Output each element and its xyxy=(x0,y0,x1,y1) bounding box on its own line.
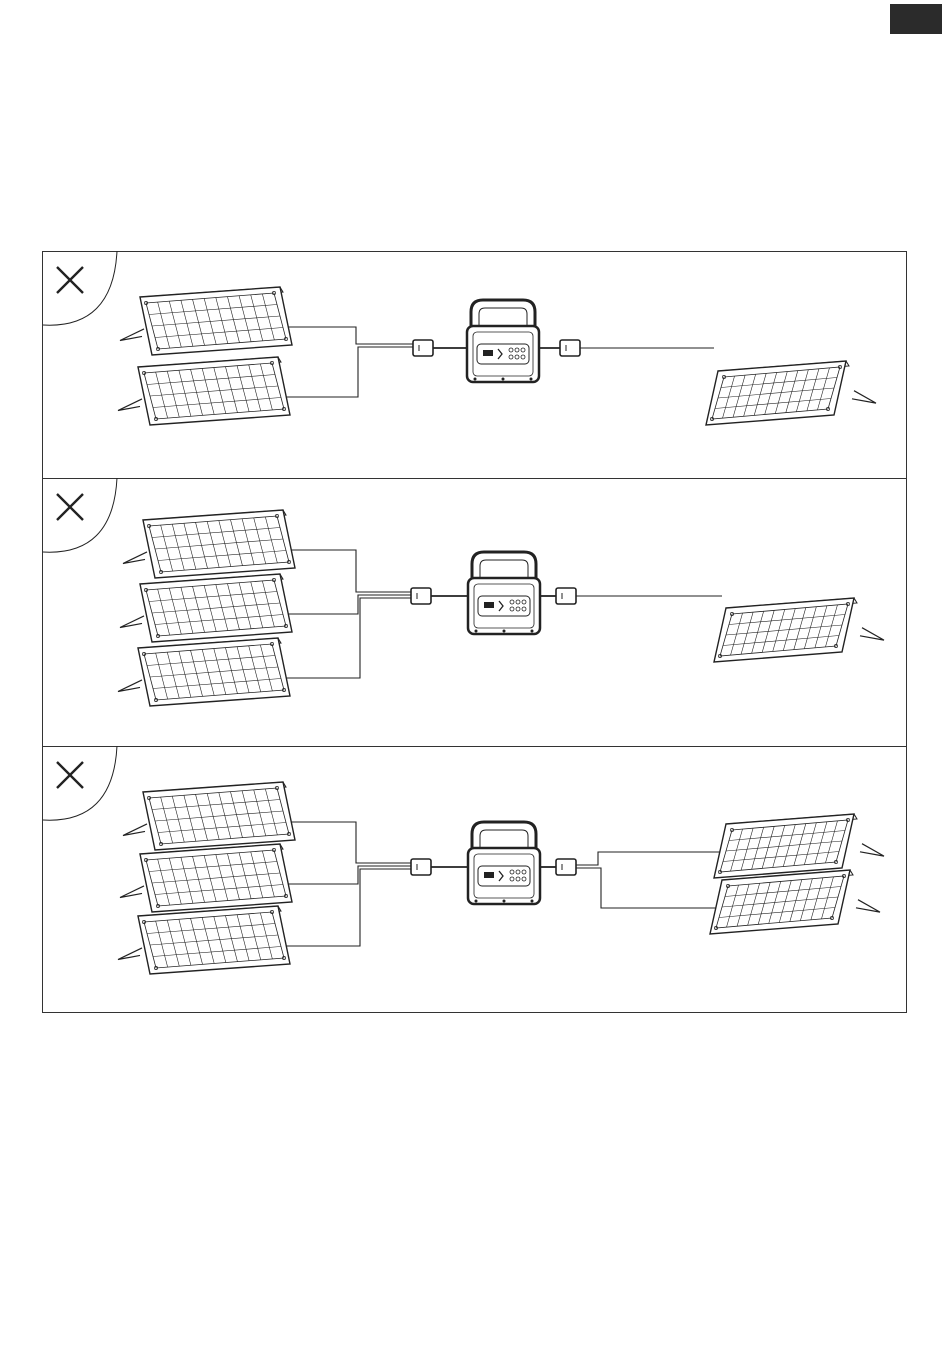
diagram-2 xyxy=(43,478,884,706)
power-station xyxy=(467,300,539,382)
solar-panel xyxy=(710,870,880,934)
solar-panel xyxy=(714,598,884,662)
solar-panel xyxy=(118,638,290,706)
adapter-connector xyxy=(413,340,433,356)
cross-icon xyxy=(43,478,117,552)
power-station xyxy=(468,822,540,904)
cross-icon xyxy=(43,746,117,820)
diagram-1 xyxy=(43,251,876,425)
cross-icon xyxy=(43,251,117,325)
adapter-connector xyxy=(556,859,576,875)
solar-panel xyxy=(120,574,292,642)
power-station xyxy=(468,552,540,634)
solar-panel xyxy=(118,357,290,425)
diagram-3 xyxy=(43,746,884,974)
solar-panel xyxy=(123,510,295,578)
solar-panel xyxy=(714,814,884,878)
adapter-connector xyxy=(560,340,580,356)
adapter-connector xyxy=(556,588,576,604)
adapter-connector xyxy=(411,588,431,604)
solar-panel xyxy=(706,361,876,425)
solar-panel xyxy=(123,782,295,850)
solar-panel xyxy=(120,844,292,912)
adapter-connector xyxy=(411,859,431,875)
solar-panel xyxy=(120,287,292,355)
solar-panel xyxy=(118,906,290,974)
